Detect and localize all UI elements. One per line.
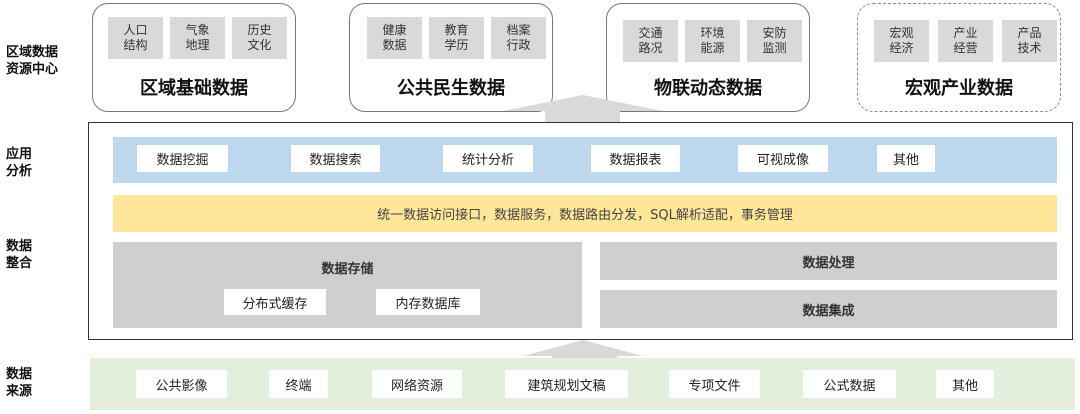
source-item: 产业 经营 — [938, 20, 993, 62]
source-box-iot: 交通 路况 环境 能源 安防 监测 物联动态数据 — [606, 3, 810, 112]
app-item: 其他 — [877, 145, 935, 172]
processing-title: 数据处理 — [802, 256, 855, 271]
app-item: 数据搜索 — [291, 145, 380, 172]
source-item: 环境 能源 — [685, 20, 740, 62]
storage-title: 数据存储 — [321, 262, 374, 277]
source-item: 健康 数据 — [367, 17, 422, 59]
app-item: 数据挖掘 — [137, 145, 228, 172]
source-item: 交通 路况 — [623, 20, 678, 62]
storage-block: 数据存储 — [113, 242, 582, 328]
data-source-item: 其他 — [936, 370, 994, 398]
source-title: 公共民生数据 — [397, 78, 505, 99]
app-item: 数据报表 — [591, 145, 680, 172]
access-layer-band: 统一数据访问接口，数据服务，数据路由分发，SQL解析适配，事务管理 — [113, 195, 1057, 232]
source-item: 档案 行政 — [491, 17, 546, 59]
source-box-macro: 宏观 经济 产业 经营 产品 技术 宏观产业数据 — [857, 3, 1061, 112]
label-source: 数据 来源 — [6, 367, 33, 399]
source-item: 气象 地理 — [170, 17, 225, 59]
app-item: 可视成像 — [738, 145, 828, 172]
source-box-regional: 人口 结构 气象 地理 历史 文化 区域基础数据 — [92, 3, 296, 112]
source-title: 物联动态数据 — [654, 78, 762, 99]
source-item: 安防 监测 — [747, 20, 802, 62]
label-application: 应用 分析 — [6, 147, 33, 179]
integration-block: 数据集成 — [600, 290, 1057, 328]
source-box-public: 健康 数据 教育 学历 档案 行政 公共民生数据 — [349, 3, 553, 112]
storage-item: 内存数据库 — [376, 289, 480, 315]
source-item: 人口 结构 — [108, 17, 163, 59]
source-title: 区域基础数据 — [140, 78, 248, 99]
data-source-item: 建筑规划文稿 — [505, 370, 628, 398]
app-item: 统计分析 — [443, 145, 533, 172]
processing-block: 数据处理 — [600, 242, 1057, 280]
data-source-item: 公共影像 — [136, 370, 227, 398]
label-resource-center: 区域数据 资源中心 — [6, 45, 59, 77]
source-title: 宏观产业数据 — [905, 78, 1013, 99]
arrow-up-icon — [503, 95, 663, 125]
data-source-item: 终端 — [269, 370, 328, 398]
data-source-item: 网络资源 — [372, 370, 462, 398]
source-item: 宏观 经济 — [874, 20, 929, 62]
data-source-item: 公式数据 — [803, 370, 896, 398]
source-item: 教育 学历 — [429, 17, 484, 59]
label-integration: 数据 整合 — [6, 239, 33, 271]
data-source-item: 专项文件 — [669, 370, 760, 398]
storage-item: 分布式缓存 — [224, 289, 326, 315]
integration-title: 数据集成 — [802, 304, 855, 319]
source-item: 历史 文化 — [232, 17, 287, 59]
source-item: 产品 技术 — [1002, 20, 1057, 62]
